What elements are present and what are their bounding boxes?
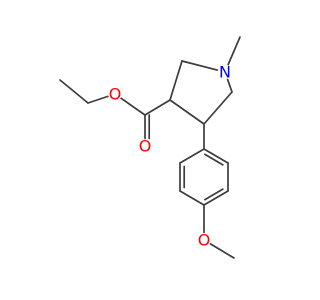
bond-R4-R5-inner xyxy=(204,188,224,201)
bond-C3-CC xyxy=(144,99,171,116)
bond-R6-R1-inner xyxy=(204,153,224,166)
carbonyl-oxygen-label: O xyxy=(139,137,152,156)
ester-oxygen-label: O xyxy=(109,85,122,104)
bond-C3-C4 xyxy=(169,99,205,125)
bond-R3-R4 xyxy=(179,190,205,206)
methoxy-oxygen-label: O xyxy=(198,231,211,250)
bond-CC-O_ester xyxy=(120,97,146,116)
molecule-structure: N O O O xyxy=(59,36,241,259)
bond-O_ester-CH2 xyxy=(87,95,109,104)
nitrogen-atom-label: N xyxy=(219,63,231,82)
bond-C5-N1 xyxy=(226,78,233,93)
bond-R6-R1 xyxy=(203,148,229,164)
bond-R4-R5 xyxy=(203,190,229,206)
structure-canvas: N O O O xyxy=(59,36,241,259)
bond-O_methoxy-OMe xyxy=(209,243,235,259)
bond-C2-C3 xyxy=(169,60,183,101)
bond-N1-NMe xyxy=(227,36,241,66)
bond-N1-C2 xyxy=(181,60,219,71)
bond-C4-C5 xyxy=(203,91,233,125)
bond-CH2-CH3 xyxy=(59,79,89,104)
bond-R1-R2 xyxy=(179,148,205,164)
